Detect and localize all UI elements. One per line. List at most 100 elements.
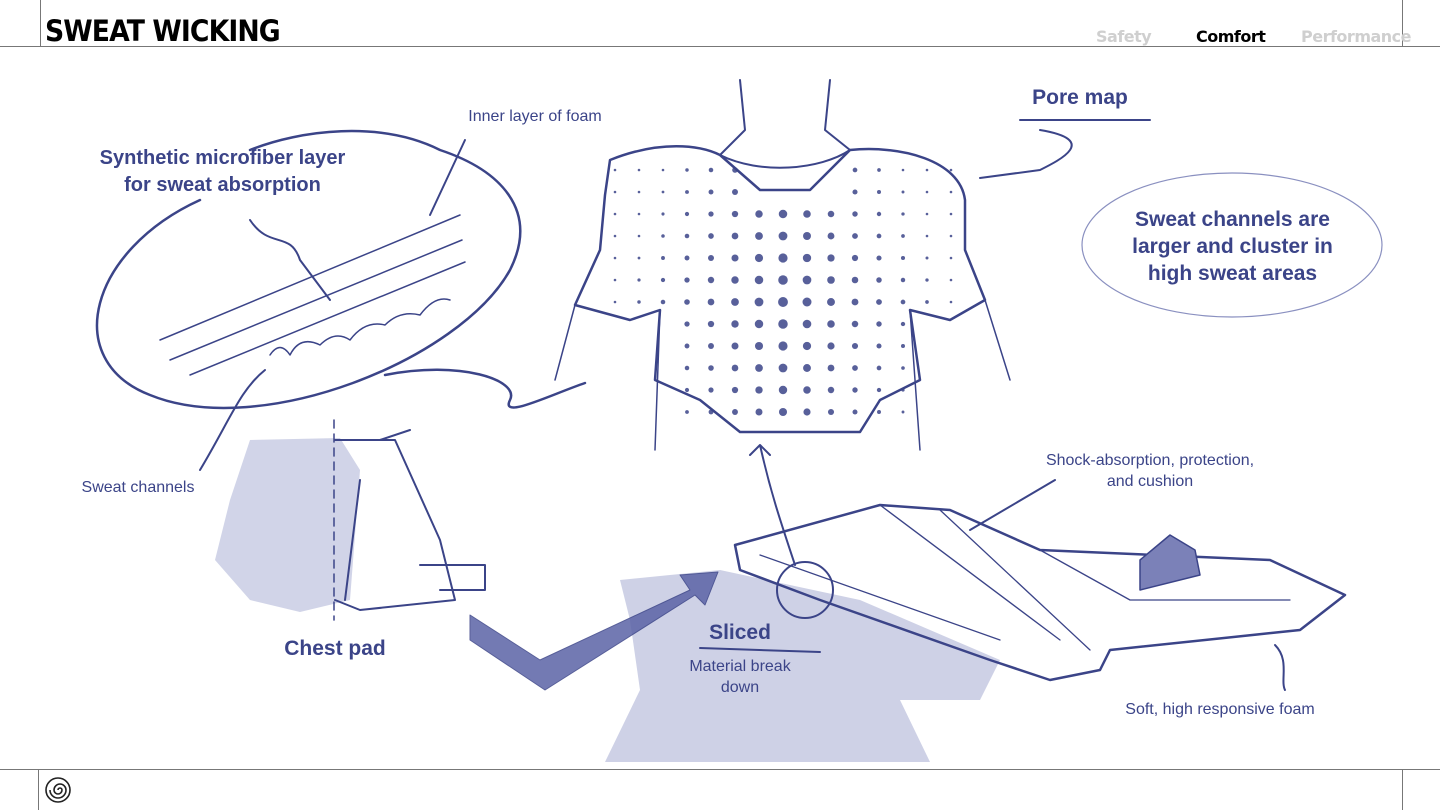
pore-dot bbox=[660, 299, 666, 305]
pore-dot bbox=[802, 275, 812, 285]
pore-dot bbox=[876, 255, 882, 261]
pore-dot bbox=[827, 276, 835, 284]
pore-dot bbox=[827, 386, 835, 394]
pad-inner-lines bbox=[759, 504, 1291, 651]
pore-dot bbox=[708, 387, 714, 393]
pore-dot bbox=[754, 253, 764, 263]
pore-dot bbox=[685, 410, 689, 414]
layer-detail-oval bbox=[95, 129, 522, 410]
arrow-soft-foam bbox=[1274, 644, 1286, 691]
pore-dot bbox=[900, 321, 906, 327]
pore-dot bbox=[851, 276, 859, 284]
tab-performance[interactable]: Performance bbox=[1301, 27, 1412, 46]
label-microfiber-line1: Synthetic microfiber layer bbox=[99, 147, 346, 169]
pore-dot bbox=[949, 256, 953, 260]
pore-dot bbox=[949, 190, 953, 194]
label-soft-foam: Soft, high responsive foam bbox=[1125, 701, 1315, 718]
label-material: Material break down bbox=[670, 656, 810, 698]
pad-outline bbox=[573, 145, 987, 434]
pore-dot bbox=[901, 168, 905, 172]
pore-dot bbox=[803, 386, 811, 394]
label-microfiber-line2: for sweat absorption bbox=[124, 174, 321, 196]
pore-dot bbox=[851, 254, 859, 262]
pore-dot bbox=[900, 299, 906, 305]
pore-dot bbox=[827, 408, 835, 416]
pore-dot bbox=[876, 233, 882, 239]
pore-dot bbox=[852, 189, 858, 195]
label-microfiber: Synthetic microfiber layer for sweat abs… bbox=[70, 145, 375, 199]
arrow-shock bbox=[969, 479, 1056, 531]
foam-pad-sketch bbox=[733, 503, 1347, 682]
pore-dot bbox=[755, 408, 763, 416]
label-material-line1: Material break bbox=[689, 658, 791, 675]
pore-dot bbox=[613, 300, 617, 304]
pore-dot bbox=[778, 209, 788, 219]
pore-dot bbox=[877, 410, 881, 414]
tab-safety[interactable]: Safety bbox=[1096, 27, 1152, 46]
pore-dot bbox=[877, 168, 881, 172]
arrow-to-torso bbox=[383, 368, 587, 409]
pore-dot bbox=[803, 232, 811, 240]
pore-dot bbox=[900, 255, 906, 261]
arrow-to-foam bbox=[429, 139, 466, 216]
pore-dot bbox=[901, 366, 905, 370]
pore-dot bbox=[684, 321, 690, 327]
pore-dot bbox=[708, 343, 714, 349]
footer-left-divider bbox=[38, 769, 39, 810]
pore-dot bbox=[732, 189, 738, 195]
label-shock-line2: and cushion bbox=[1106, 473, 1194, 490]
pore-dot bbox=[827, 364, 835, 372]
pore-dot bbox=[613, 190, 617, 194]
pore-dot bbox=[851, 342, 859, 350]
pore-dot bbox=[637, 300, 641, 304]
pore-dot bbox=[876, 211, 882, 217]
pore-dot bbox=[707, 320, 715, 328]
pore-dot bbox=[637, 278, 641, 282]
pore-dot bbox=[708, 189, 714, 195]
pore-dot bbox=[708, 211, 714, 217]
pore-dot bbox=[901, 344, 905, 348]
pore-dot bbox=[731, 364, 739, 372]
pore-dot bbox=[661, 190, 665, 194]
tab-comfort[interactable]: Comfort bbox=[1196, 27, 1266, 46]
pore-dot bbox=[925, 190, 929, 194]
label-shock-line1: Shock-absorption, protection, bbox=[1045, 452, 1255, 469]
pore-dot bbox=[732, 167, 738, 173]
pore-dot bbox=[851, 298, 859, 306]
header-divider bbox=[0, 46, 1440, 47]
pore-dot bbox=[731, 254, 739, 262]
pore-dot bbox=[901, 190, 905, 194]
label-material-line2: down bbox=[720, 679, 760, 696]
pore-dot bbox=[755, 210, 763, 218]
label-chest-pad: Chest pad bbox=[284, 637, 386, 660]
pore-dot bbox=[661, 256, 665, 260]
label-callout-line2: larger and cluster in bbox=[1132, 235, 1333, 258]
pore-dot bbox=[732, 409, 738, 415]
pore-dot bbox=[852, 167, 858, 173]
label-callout: Sweat channels are larger and cluster in… bbox=[1100, 206, 1365, 287]
pore-dot bbox=[925, 300, 929, 304]
pore-dot bbox=[778, 275, 788, 285]
pore-dot bbox=[827, 210, 835, 218]
pore-dot bbox=[754, 275, 764, 285]
pore-dot bbox=[901, 410, 905, 414]
pore-dot bbox=[660, 277, 666, 283]
arrow-to-microfiber bbox=[249, 219, 331, 301]
pore-dot bbox=[778, 407, 788, 417]
pore-dot bbox=[613, 168, 617, 172]
pore-dot bbox=[925, 278, 929, 282]
pore-dot bbox=[754, 297, 764, 307]
pore-dot bbox=[778, 319, 788, 329]
pore-dot bbox=[925, 168, 929, 172]
foam-texture bbox=[1139, 534, 1201, 591]
pore-dot bbox=[876, 365, 882, 371]
pore-dot bbox=[949, 168, 953, 172]
pore-dot bbox=[778, 341, 788, 351]
pore-dot bbox=[613, 212, 617, 216]
pore-dot bbox=[949, 212, 953, 216]
pore-dot bbox=[900, 277, 906, 283]
pore-dot bbox=[925, 212, 929, 216]
pore-dot bbox=[778, 231, 788, 241]
pore-dot bbox=[925, 234, 929, 238]
pore-dot bbox=[803, 364, 811, 372]
